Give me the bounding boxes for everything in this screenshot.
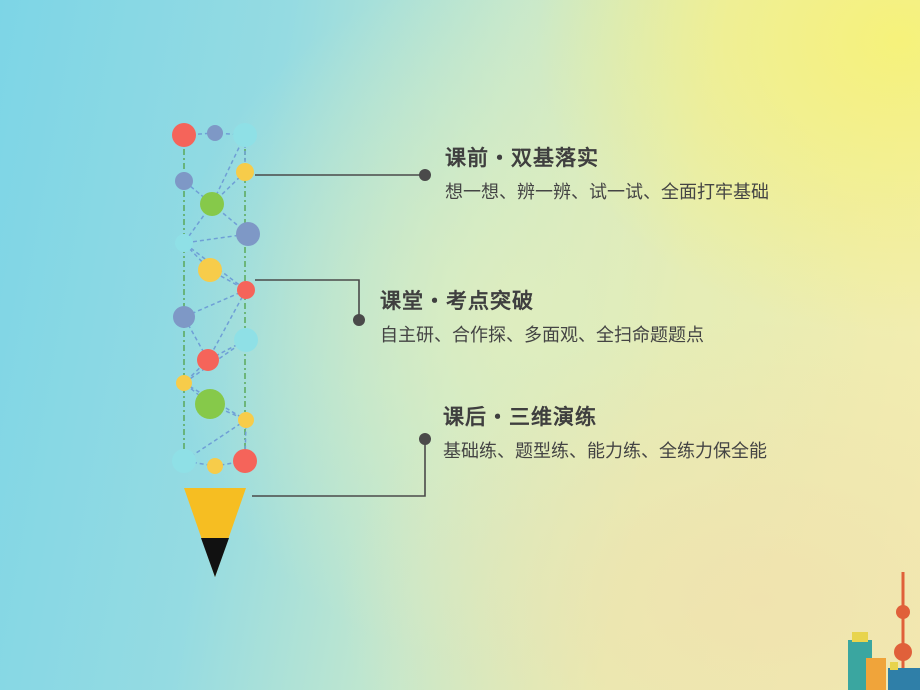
section-title: 课堂・考点突破 (380, 289, 534, 313)
bead (234, 328, 258, 352)
pencil-wood (184, 488, 246, 577)
pencil-icon (172, 123, 260, 577)
skyline-tower-ball (896, 605, 910, 619)
bead (173, 306, 195, 328)
bead (172, 449, 196, 473)
connector-dot-icon (353, 314, 365, 326)
connector-dot-icon (419, 433, 431, 445)
bead (207, 125, 223, 141)
section-title: 课前・双基落实 (445, 146, 599, 170)
bead (233, 449, 257, 473)
connector-line (252, 439, 426, 497)
bead (237, 281, 255, 299)
connector-dot-icon (419, 169, 431, 181)
bead (200, 192, 224, 216)
skyline-building (852, 632, 868, 642)
connector-2 (255, 279, 365, 326)
skyline-building (866, 658, 886, 690)
bead (175, 234, 193, 252)
skyline-tower-ball (894, 643, 912, 661)
bead (233, 123, 257, 147)
bead (175, 172, 193, 190)
section-subtitle: 自主研、合作探、多面观、全扫命题题点 (380, 325, 704, 346)
section-pre-class: 课前・双基落实 想一想、辨一辨、试一试、全面打牢基础 (445, 144, 769, 206)
connector-3 (252, 433, 431, 497)
bead (207, 458, 223, 474)
section-subtitle: 想一想、辨一辨、试一试、全面打牢基础 (445, 182, 769, 203)
skyline-building (888, 668, 920, 690)
bead (176, 375, 192, 391)
section-title: 课后・三维演练 (443, 405, 597, 429)
skyline-window (890, 662, 898, 670)
connector-1 (255, 169, 431, 181)
bead (172, 123, 196, 147)
pencil-lead (201, 538, 229, 577)
city-skyline-icon (848, 572, 920, 690)
connector-line (255, 279, 360, 320)
bead (236, 222, 260, 246)
bead (195, 389, 225, 419)
bead (198, 258, 222, 282)
section-after-class: 课后・三维演练 基础练、题型练、能力练、全练力保全能 (443, 403, 767, 465)
section-subtitle: 基础练、题型练、能力练、全练力保全能 (443, 441, 767, 462)
bead (236, 163, 254, 181)
section-in-class: 课堂・考点突破 自主研、合作探、多面观、全扫命题题点 (380, 287, 704, 349)
bead (238, 412, 254, 428)
bead (197, 349, 219, 371)
